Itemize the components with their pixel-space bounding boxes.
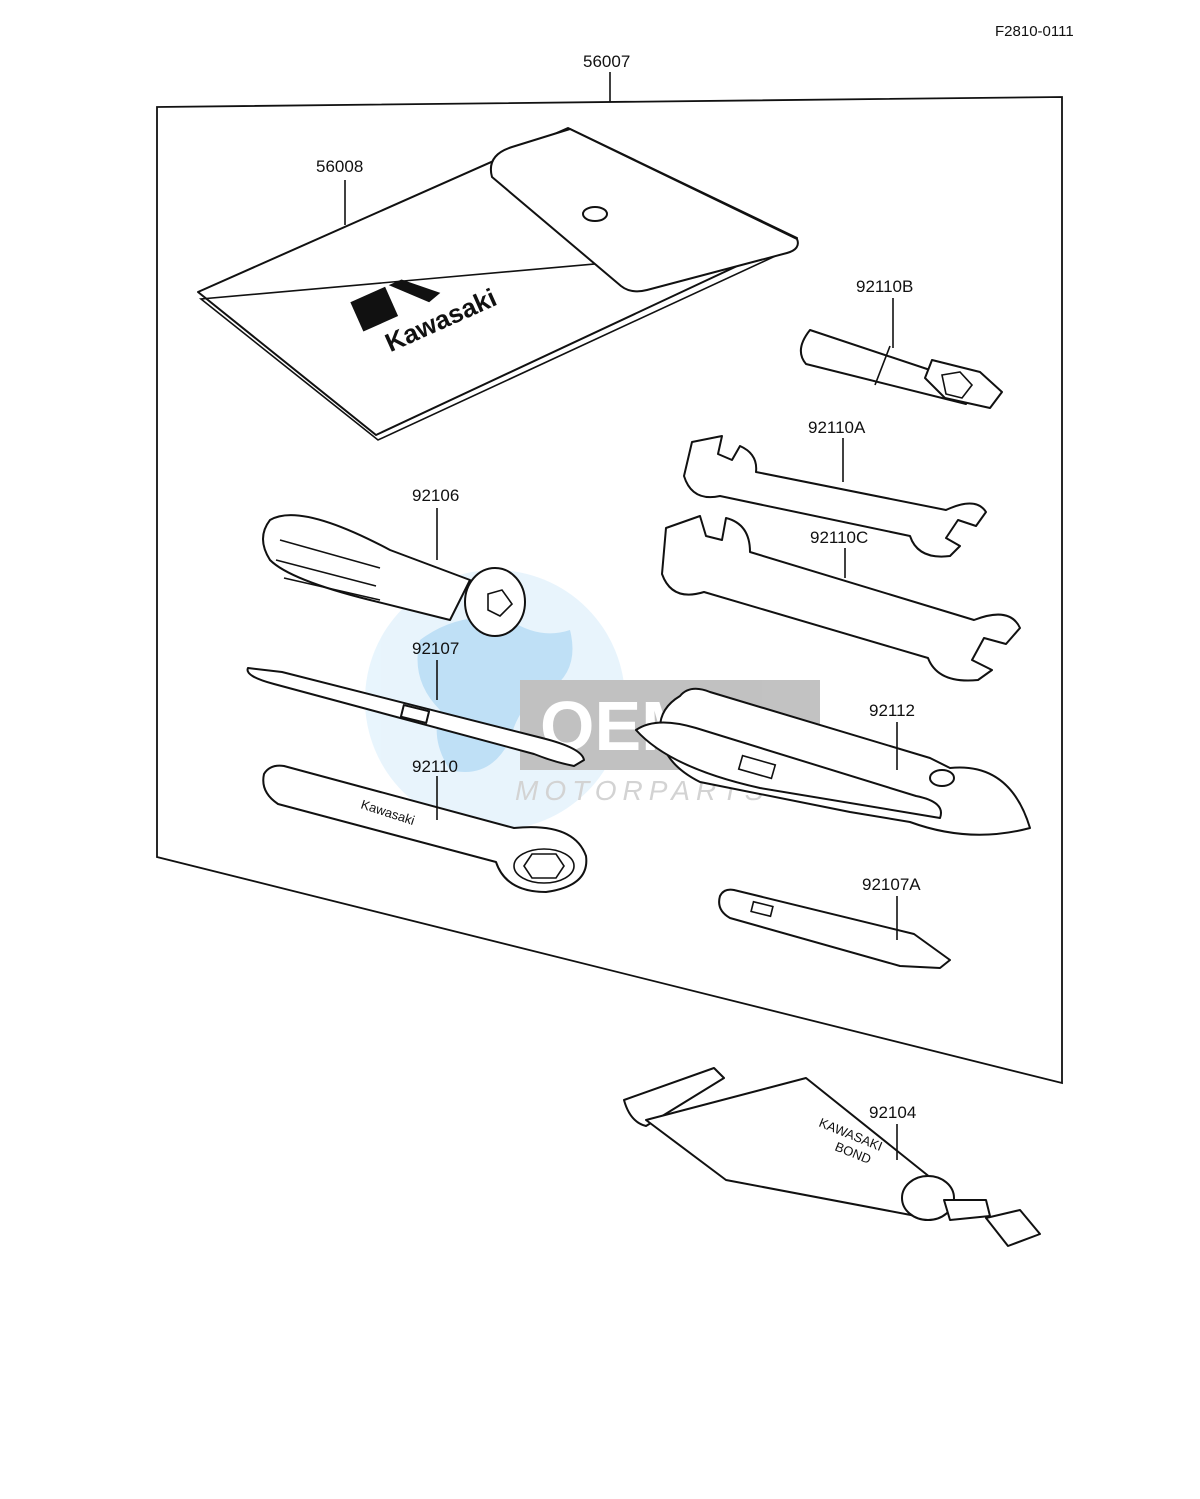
kit-frame <box>156 96 1063 1085</box>
label-56007[interactable]: 56007 <box>583 52 630 71</box>
phillips-bit-92107A <box>718 888 951 969</box>
label-92107A[interactable]: 92107A <box>862 875 921 894</box>
diagram-code: F2810-0111 <box>995 23 1074 40</box>
label-92110B[interactable]: 92110B <box>856 277 913 296</box>
tool-pouch-56008: Kawasaki <box>197 127 799 441</box>
label-92110A[interactable]: 92110A <box>808 418 866 437</box>
driver-handle-92106 <box>262 514 526 637</box>
box-wrench-92110: Kawasaki <box>262 764 588 893</box>
pliers-92112 <box>635 687 1031 836</box>
label-92110C[interactable]: 92110C <box>810 528 868 547</box>
label-92106[interactable]: 92106 <box>412 486 459 505</box>
label-92112[interactable]: 92112 <box>869 701 915 720</box>
label-56008[interactable]: 56008 <box>316 157 363 176</box>
open-wrench-92110A <box>683 435 987 558</box>
bond-tube-92104: KAWASAKI BOND <box>623 1067 1041 1247</box>
label-92107[interactable]: 92107 <box>412 639 459 658</box>
label-92110[interactable]: 92110 <box>412 757 458 776</box>
plug-wrench-92110B <box>799 329 1003 409</box>
open-wrench-92110C <box>661 515 1021 682</box>
label-92104[interactable]: 92104 <box>869 1103 916 1122</box>
screwdriver-92107 <box>246 667 585 767</box>
